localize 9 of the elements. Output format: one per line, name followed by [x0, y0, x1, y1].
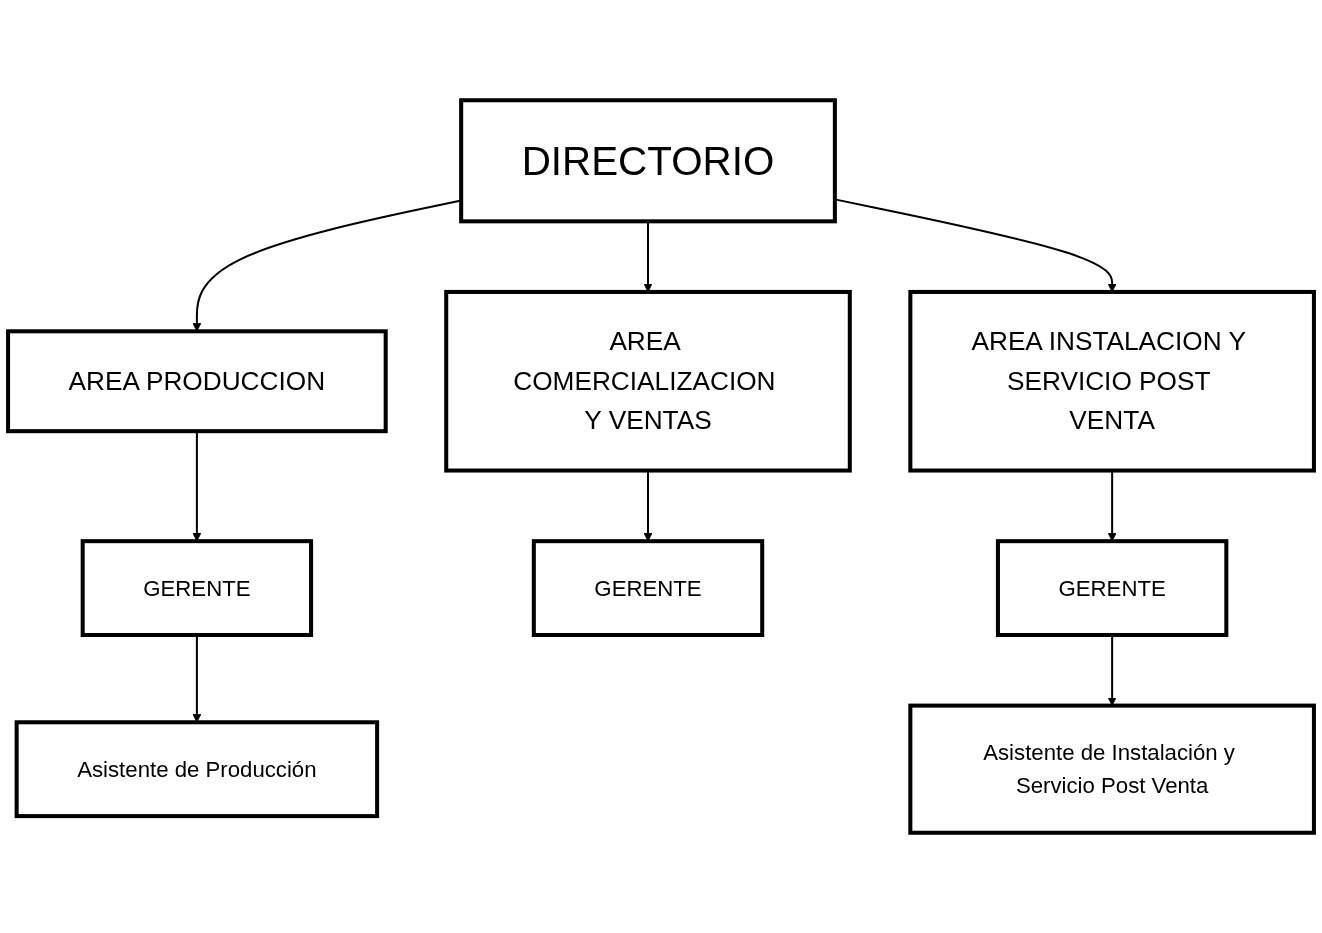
node-box: AREA INSTALACION Y SERVICIO POST VENTA [908, 289, 1316, 473]
node-box: GERENTE [995, 539, 1229, 637]
node-box: AREA PRODUCCION [6, 329, 388, 434]
node-box: GERENTE [80, 539, 314, 637]
node-box: DIRECTORIO [459, 98, 837, 224]
node-box: Asistente de Producción [14, 720, 380, 819]
node-box: Asistente de Instalación y Servicio Post Venta [908, 703, 1316, 835]
node-box: GERENTE [531, 539, 765, 637]
node-box: AREA COMERCIALIZACION Y VENTAS [444, 289, 852, 473]
